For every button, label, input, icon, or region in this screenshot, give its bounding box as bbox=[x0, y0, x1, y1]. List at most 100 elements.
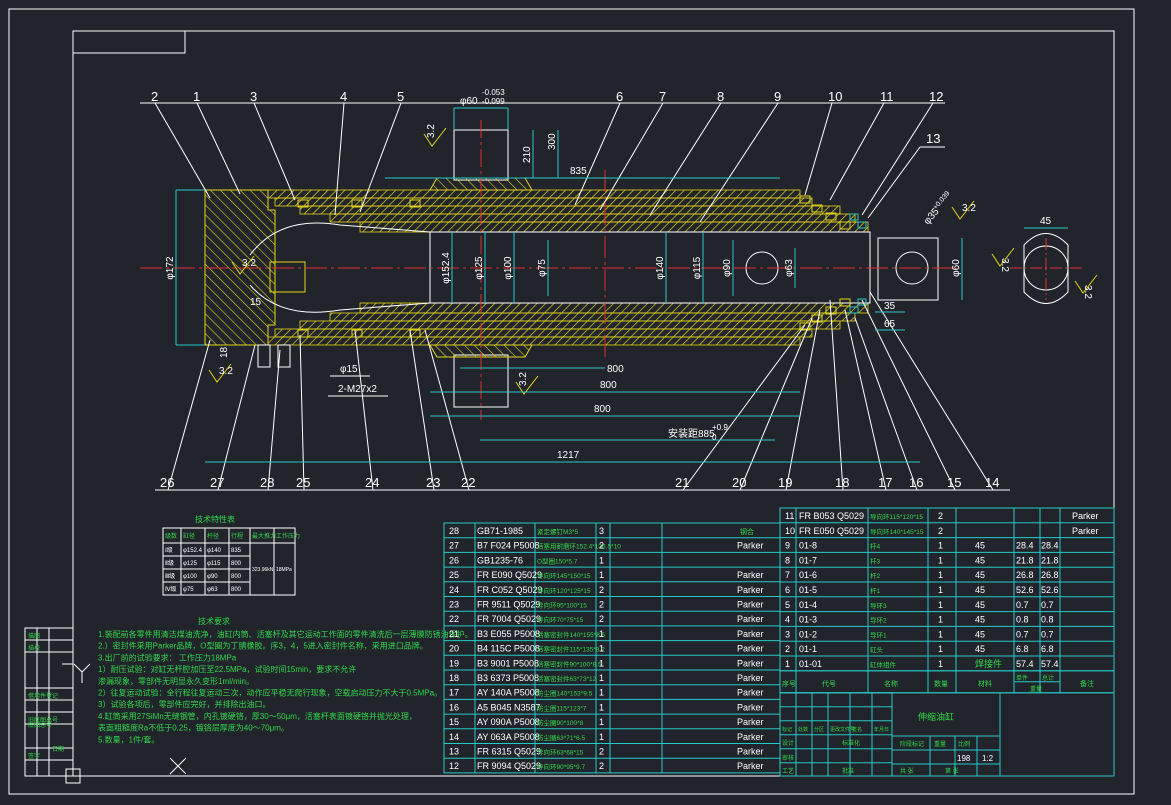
title-count: 处数 bbox=[798, 726, 808, 733]
bom-left-seq: 28 bbox=[449, 526, 459, 536]
dim-d90: φ90 bbox=[722, 259, 733, 277]
side-block-label: 借用件登记 bbox=[28, 692, 58, 700]
dim-d172: φ172 bbox=[165, 256, 176, 280]
bom-left-note: Parker bbox=[737, 732, 764, 742]
bom-right-unit: 21.8 bbox=[1016, 555, 1034, 565]
balloon-top-12: 12 bbox=[929, 89, 943, 104]
bom-header-name: 名称 bbox=[884, 679, 898, 688]
bom-right-code: FR B053 Q5029 bbox=[799, 511, 864, 521]
retaining-ring bbox=[857, 298, 867, 306]
bom-right-name: 导向环140*145*15 bbox=[870, 527, 924, 536]
tech-req-line: 2.）密封件采用Parker品牌，O型圈为丁腈橡胶。序3，4，5进入密封件名称，… bbox=[98, 641, 428, 651]
tech-param-cell: Ⅰ级 bbox=[165, 546, 173, 554]
balloon-top-13: 13 bbox=[926, 131, 940, 146]
leader-bottom-23 bbox=[409, 329, 435, 491]
bom-right-unit: 0.7 bbox=[1016, 600, 1029, 610]
bom-right-qty: 1 bbox=[938, 659, 943, 669]
bom-left-note: Parker bbox=[737, 761, 764, 771]
bom-left-code: FR 9511 Q5029 bbox=[477, 600, 540, 610]
leader-top-11 bbox=[829, 102, 885, 201]
bom-left-seq: 24 bbox=[449, 585, 459, 595]
bom-right-note: Parker bbox=[1072, 526, 1099, 536]
bom-left-seq: 12 bbox=[449, 761, 459, 771]
drawing-frame bbox=[8, 8, 1135, 795]
bom-right-code: 01-01 bbox=[799, 659, 822, 669]
tech-param-pressure: 18MPa bbox=[276, 567, 292, 573]
bom-left-code: FR C052 Q5029 bbox=[477, 585, 543, 595]
dim-800b: 800 bbox=[600, 380, 617, 391]
roughness-symbol bbox=[231, 255, 255, 275]
bom-left-note: Parker bbox=[737, 644, 764, 654]
tech-param-header: 工作压力 bbox=[276, 532, 300, 540]
bom-left-seq: 22 bbox=[449, 614, 459, 624]
leader-top-8 bbox=[649, 102, 722, 216]
bom-left-name: 紧定螺钉M3*5 bbox=[537, 527, 579, 536]
leader-top-1 bbox=[196, 102, 241, 195]
bom-right-unit: 0.8 bbox=[1016, 615, 1029, 625]
roughness-r32a: 3.2 bbox=[426, 124, 437, 138]
bom-left-note: Parker bbox=[737, 629, 764, 639]
bom-left-note: Parker bbox=[737, 585, 764, 595]
dim-35: 35 bbox=[884, 301, 896, 312]
tech-param-cell: Ⅳ级 bbox=[165, 585, 177, 593]
bom-right-total: 6.8 bbox=[1041, 644, 1054, 654]
bom-right-total: 0.7 bbox=[1041, 629, 1054, 639]
bom-left-qty: 1 bbox=[599, 658, 604, 668]
bom-left-name: 导向环70*75*15 bbox=[537, 615, 584, 624]
bom-left-seq: 19 bbox=[449, 658, 459, 668]
bom-left-qty: 1 bbox=[599, 629, 604, 639]
dim-15: 15 bbox=[250, 297, 262, 308]
bom-right-qty: 2 bbox=[938, 511, 943, 521]
bom-right-total: 0.8 bbox=[1041, 615, 1054, 625]
bom-right-seq: 10 bbox=[785, 526, 795, 536]
title-weight: 198 bbox=[957, 754, 971, 763]
tech-req-line: 4.缸筒采用27SiMn无缝钢管，内孔镀硬铬，厚30～50μm，活塞杆表面镀硬铬… bbox=[98, 711, 417, 721]
dim-d60-upper: -0.053 bbox=[482, 88, 505, 97]
bom-left-note: Parker bbox=[737, 702, 764, 712]
bom-right-total: 21.8 bbox=[1041, 555, 1059, 565]
leader-top-6 bbox=[574, 102, 621, 206]
bom-header-material: 材料 bbox=[978, 679, 992, 688]
retaining-ring bbox=[857, 221, 867, 229]
bom-left-code: AY 063A P5008 bbox=[477, 732, 540, 742]
bom-right-name: 杆2 bbox=[870, 571, 881, 580]
bom-right-code: 01-5 bbox=[799, 585, 817, 595]
bom-left-qty: 2 bbox=[599, 600, 604, 610]
tech-requirements: 技术要求1.装配前各零件用清洁煤油洗净，油缸内筒、活塞杆及其它运动工作面的零件清… bbox=[98, 616, 473, 744]
bom-left-qty: 1 bbox=[599, 570, 604, 580]
balloon-bottom-26: 26 bbox=[160, 475, 174, 490]
seal-ring bbox=[351, 329, 363, 338]
bom-left-material: 钢合 bbox=[740, 527, 754, 536]
leader-top-12 bbox=[861, 102, 934, 216]
bom-left-name: 活塞密封件63*73*12 bbox=[537, 674, 597, 683]
bom-left-note: Parker bbox=[737, 600, 764, 610]
bom-left-code: AY 140A P5008 bbox=[477, 688, 540, 698]
dim-m27: 2-M27x2 bbox=[338, 384, 377, 395]
bottom-trunnion-base bbox=[429, 344, 533, 358]
bom-left-seq: 18 bbox=[449, 673, 459, 683]
bom-left-code: B3 6373 P5008 bbox=[477, 673, 539, 683]
bom-right-code: 01-2 bbox=[799, 629, 817, 639]
tech-req-line: 表面粗糙度Ra不低于0.25，镀铬层厚度为40～70μm。 bbox=[98, 723, 289, 733]
dim-300: 300 bbox=[547, 133, 558, 150]
title-sheet-no: 第 张 bbox=[945, 767, 959, 775]
bom-left-name: 活塞密封件140*155*8.5 bbox=[537, 630, 606, 639]
section-dim-45: 45 bbox=[1040, 216, 1052, 227]
bom-left-qty: 1 bbox=[599, 732, 604, 742]
bom-left-qty: 1 bbox=[599, 644, 604, 654]
bom-left-code: B3 E055 P5008 bbox=[477, 629, 540, 639]
bom-left-code: GB1235-76 bbox=[477, 555, 523, 565]
bom-right-qty: 1 bbox=[938, 555, 943, 565]
bom-left-name: 防尘圈140*153*9.5 bbox=[537, 689, 593, 698]
bom-left-qty: 2 bbox=[599, 541, 604, 551]
leader-top-5 bbox=[359, 102, 402, 213]
bom-left-qty: 2 bbox=[599, 614, 604, 624]
bom-right-code: 01-7 bbox=[799, 555, 817, 565]
ucs-y-diagonal bbox=[169, 757, 187, 775]
bom-right-total: 26.8 bbox=[1041, 570, 1059, 580]
leader-top-13 bbox=[867, 146, 921, 219]
bom-left-note: Parker bbox=[737, 541, 764, 551]
bom-left-note: Parker bbox=[737, 673, 764, 683]
tech-param-cell: Ⅱ级 bbox=[165, 559, 174, 567]
